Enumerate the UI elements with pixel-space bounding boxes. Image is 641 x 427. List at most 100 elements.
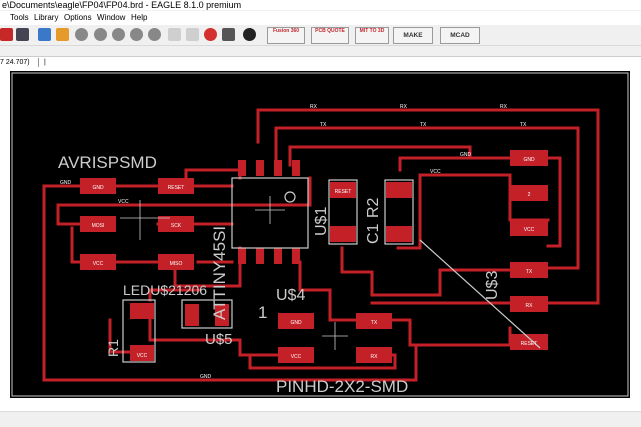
pad-r1-b bbox=[130, 345, 154, 361]
pad-u4-gnd bbox=[278, 313, 314, 329]
pad-mosi bbox=[80, 216, 116, 232]
pad-r2-a bbox=[330, 182, 356, 198]
pin-8 bbox=[292, 248, 300, 264]
pin-6 bbox=[256, 248, 264, 264]
led-outline bbox=[181, 299, 233, 329]
padtxt-ftdi-2: 2 bbox=[528, 192, 531, 198]
mit-3d-button[interactable]: MIT TO 3D bbox=[355, 27, 389, 44]
make-button[interactable]: MAKE bbox=[393, 27, 433, 44]
separator bbox=[38, 58, 39, 67]
zoom-out-icon[interactable] bbox=[112, 28, 125, 41]
net-vcc-2: VCC bbox=[430, 169, 441, 175]
r2-outline bbox=[328, 179, 358, 245]
padtxt-reset: RESET bbox=[168, 185, 185, 191]
net-labels: RX RX RX TX TX TX GND GND VCC VCC GND bbox=[60, 104, 527, 380]
net-tx-2: TX bbox=[420, 122, 427, 128]
stop-icon[interactable] bbox=[204, 28, 217, 41]
label-avrisp: AVRISPSMD bbox=[58, 153, 157, 172]
trace-rx-b bbox=[340, 246, 512, 297]
net-rx-2: RX bbox=[400, 104, 408, 110]
pad-u5-rx bbox=[356, 347, 392, 363]
label-u1: U$1 bbox=[313, 207, 330, 236]
label-c1: C1 bbox=[365, 223, 382, 244]
pad-vcc bbox=[80, 254, 116, 270]
label-r1: R1 bbox=[105, 339, 121, 357]
silkscreen bbox=[120, 177, 541, 363]
padtxt-ftdi-vcc: VCC bbox=[524, 227, 535, 233]
trace-led bbox=[148, 288, 202, 302]
zoom-in-icon[interactable] bbox=[94, 28, 107, 41]
coordinate-readout: 7 24.707) bbox=[0, 59, 30, 66]
go-icon[interactable] bbox=[222, 28, 235, 41]
padtxt-u5-tx: TX bbox=[371, 320, 378, 326]
padtxt-r2: RESET bbox=[335, 189, 352, 195]
zoom-select-icon[interactable] bbox=[130, 28, 143, 41]
pcb-quote-button[interactable]: PCB QUOTE bbox=[311, 27, 349, 44]
undo-icon[interactable] bbox=[168, 28, 181, 41]
padtxt-ftdi-gnd: GND bbox=[523, 157, 535, 163]
menu-library[interactable]: Library bbox=[34, 13, 59, 22]
status-bar bbox=[0, 411, 641, 427]
menu-tools[interactable]: Tools bbox=[10, 13, 29, 22]
zoom-redraw-icon[interactable] bbox=[148, 28, 161, 41]
trace-gnd-right bbox=[398, 156, 512, 172]
trace-vcc-bottom bbox=[148, 316, 302, 357]
pad-led-a bbox=[185, 304, 199, 326]
label-u5: U$5 bbox=[205, 331, 233, 348]
trace-gnd-left bbox=[42, 184, 418, 382]
label-led: LEDU$21206 bbox=[123, 282, 207, 298]
open-icon[interactable] bbox=[38, 28, 51, 41]
pad-gnd bbox=[80, 178, 116, 194]
board-canvas[interactable]: AVRISPSMD ATTINY45SI U$1 R2 C1 U$3 U$4 U… bbox=[0, 67, 641, 411]
pad-u4-vcc bbox=[278, 347, 314, 363]
padtxt-vcc: VCC bbox=[93, 261, 104, 267]
attiny-outline bbox=[231, 177, 309, 249]
net-rx-3: RX bbox=[500, 104, 508, 110]
fusion-button[interactable]: Fusion 360 bbox=[267, 27, 305, 44]
pad-led-b bbox=[215, 304, 229, 326]
padtxt-gnd: GND bbox=[92, 185, 104, 191]
pad-r1-a bbox=[130, 303, 154, 319]
padtxt-r1: VCC bbox=[137, 353, 148, 359]
r1-outline bbox=[122, 299, 156, 363]
pad-r2-b bbox=[330, 226, 356, 242]
pad-reset bbox=[158, 178, 194, 194]
pcb-board[interactable]: AVRISPSMD ATTINY45SI U$1 R2 C1 U$3 U$4 U… bbox=[0, 67, 641, 411]
command-line-input[interactable]: | bbox=[44, 59, 46, 66]
trace-rx-top bbox=[256, 108, 600, 305]
menu-help[interactable]: Help bbox=[131, 13, 148, 22]
padtxt-ftdi-reset: RESET bbox=[521, 341, 538, 347]
pin-5 bbox=[238, 248, 246, 264]
zoom-fit-icon[interactable] bbox=[75, 28, 88, 41]
menu-window[interactable]: Window bbox=[97, 13, 126, 22]
pin-1 bbox=[238, 160, 246, 176]
silk-labels: AVRISPSMD ATTINY45SI U$1 R2 C1 U$3 U$4 U… bbox=[58, 153, 501, 396]
padtxt-ftdi-tx: TX bbox=[526, 269, 533, 275]
pad-c1-b bbox=[386, 226, 412, 242]
help-icon[interactable] bbox=[243, 28, 256, 41]
diagonal-line bbox=[419, 239, 541, 349]
padtxt-sck: SCK bbox=[171, 223, 182, 229]
save-icon[interactable] bbox=[56, 28, 69, 41]
net-gnd-1: GND bbox=[460, 152, 472, 158]
pad-sck bbox=[158, 216, 194, 232]
pad-ftdi-2 bbox=[510, 185, 548, 201]
padtxt-u4-gnd: GND bbox=[290, 320, 302, 326]
layers-icon[interactable] bbox=[16, 28, 29, 41]
pad-ftdi-gnd bbox=[510, 150, 548, 166]
board-outline bbox=[11, 72, 629, 397]
pad-ftdi-tx bbox=[510, 262, 548, 278]
net-rx-1: RX bbox=[310, 104, 318, 110]
padtxt-miso: MISO bbox=[170, 261, 183, 267]
pad-ftdi-vcc bbox=[510, 220, 548, 236]
trace-tx-top bbox=[274, 126, 580, 270]
pad-u5-tx bbox=[356, 313, 392, 329]
mcad-button[interactable]: MCAD bbox=[440, 27, 480, 44]
label-r2: R2 bbox=[365, 197, 382, 218]
menu-options[interactable]: Options bbox=[64, 13, 92, 22]
drc-icon[interactable] bbox=[0, 28, 13, 41]
redo-icon[interactable] bbox=[186, 28, 199, 41]
label-one: 1 bbox=[258, 303, 267, 322]
pin-7 bbox=[274, 248, 282, 264]
pin-2 bbox=[256, 160, 264, 176]
